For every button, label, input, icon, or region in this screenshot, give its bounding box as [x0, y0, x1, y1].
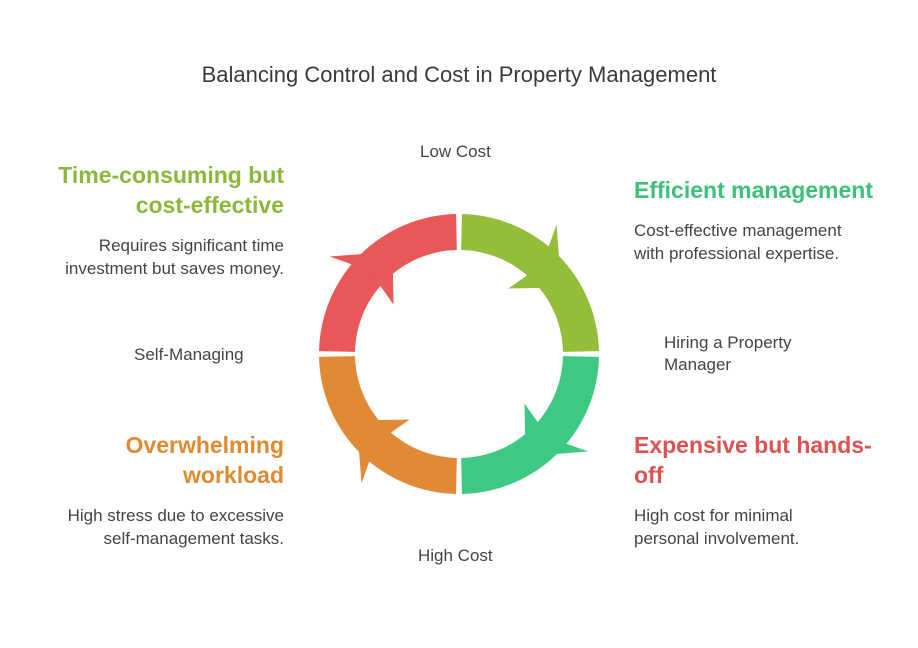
quadrant-top-left-desc-line1: Requires significant time — [98, 236, 284, 255]
quadrant-bottom-left-desc-line1: High stress due to excessive — [67, 506, 284, 525]
quadrant-bottom-left-heading-line2: workload — [183, 462, 284, 488]
axis-label-low-cost: Low Cost — [420, 142, 491, 161]
quadrant-top-left-heading-line1: Time-consuming but — [58, 162, 284, 188]
quadrant-bottom-right-desc-line1: High cost for minimal — [634, 506, 793, 525]
quadrant-top-left-heading: Time-consuming but cost-effective — [58, 160, 284, 220]
quadrant-top-right-heading: Efficient management — [634, 177, 873, 203]
quadrant-top-right-desc-line1: Cost-effective management — [634, 221, 842, 240]
quadrant-bottom-right-heading: Expensive but hands- off — [634, 430, 872, 490]
quadrant-bottom-left-heading: Overwhelming workload — [126, 430, 284, 490]
quadrant-top-right-description: Cost-effective management with professio… — [634, 219, 842, 265]
axis-label-hiring-manager-line2: Manager — [664, 355, 732, 374]
quadrant-bottom-right-heading-line1: Expensive but hands- — [634, 432, 872, 458]
axis-label-hiring-manager-line1: Hiring a Property — [664, 333, 792, 352]
axis-label-high-cost: High Cost — [418, 546, 493, 565]
quadrant-bottom-left-heading-line1: Overwhelming — [125, 432, 284, 458]
quadrant-bottom-right-desc-line2: personal involvement. — [634, 529, 800, 548]
diagram-title: Balancing Control and Cost in Property M… — [201, 62, 717, 87]
axis-label-self-managing: Self-Managing — [134, 345, 244, 364]
ring-segment-bottom-right — [461, 356, 599, 494]
quadrant-bottom-left-description: High stress due to excessive self-manage… — [68, 504, 284, 550]
arrow-top-right — [508, 224, 562, 289]
quadrant-top-left-description: Requires significant time investment but… — [65, 234, 284, 280]
quadrant-bottom-right-heading-line2: off — [634, 462, 664, 488]
ring-segment-top-right — [461, 214, 599, 352]
quadrant-bottom-left-desc-line2: self-management tasks. — [103, 529, 284, 548]
quadrant-top-left-heading-line2: cost-effective — [135, 192, 284, 218]
axis-label-hiring-manager: Hiring a Property Manager — [664, 332, 792, 376]
ring-segment-bottom-left — [319, 356, 457, 494]
ring-segment-top-left — [319, 214, 457, 352]
quadrant-top-left-desc-line2: investment but saves money. — [65, 259, 284, 278]
quadrant-top-right-desc-line2: with professional expertise. — [634, 244, 840, 263]
arrow-top-left — [329, 251, 394, 305]
arrow-bottom-left — [356, 419, 410, 484]
quadrant-bottom-right-description: High cost for minimal personal involveme… — [634, 504, 799, 550]
arrow-bottom-right — [524, 403, 589, 457]
